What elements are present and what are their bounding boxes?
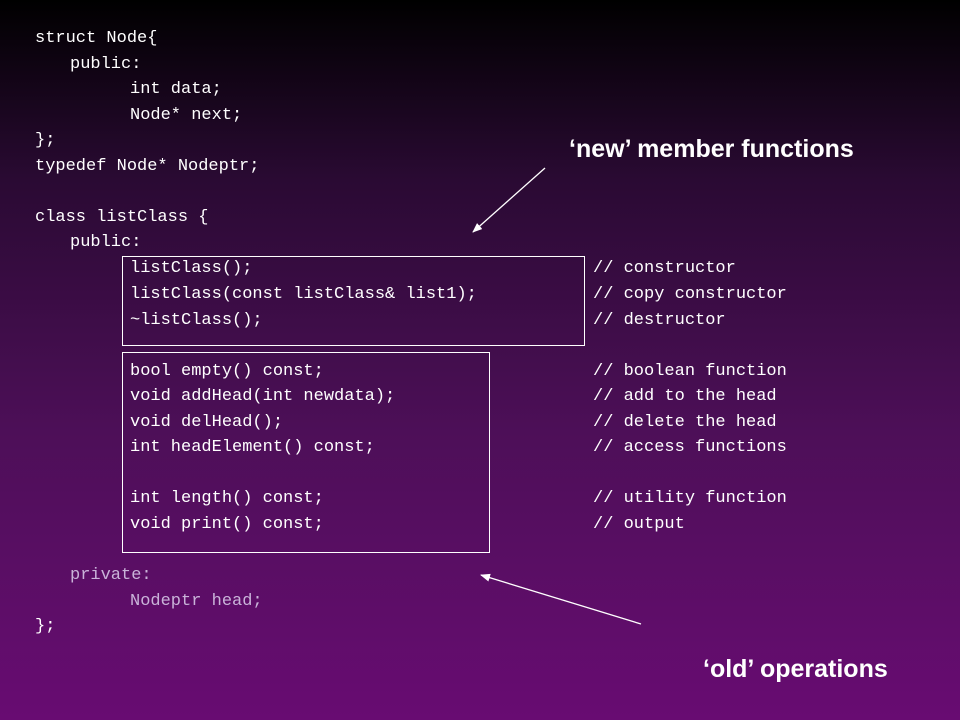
comment-print: // output — [593, 515, 685, 534]
arrow-to-old-operations — [480, 573, 642, 625]
code-line-struct-open: struct Node{ — [35, 29, 158, 48]
code-line-private: private: — [70, 566, 152, 585]
comment-add-head: // add to the head — [593, 387, 777, 406]
code-line-empty: bool empty() const; — [130, 362, 324, 381]
code-line-class-open: class listClass { — [35, 208, 209, 227]
code-line-field-next: Node* next; — [130, 106, 243, 125]
code-line-struct-public: public: — [70, 55, 142, 74]
arrow-to-new-functions — [472, 167, 546, 233]
code-line-field-data: int data; — [130, 80, 222, 99]
code-line-copy-ctor: listClass(const listClass& list1); — [130, 285, 477, 304]
code-line-typedef: typedef Node* Nodeptr; — [35, 157, 260, 176]
code-line-head-element: int headElement() const; — [130, 438, 375, 457]
operations-box — [122, 352, 490, 553]
comment-head-element: // access functions — [593, 438, 787, 457]
comment-empty: // boolean function — [593, 362, 787, 381]
callout-old-operations: ‘old’ operations — [703, 655, 888, 683]
comment-length: // utility function — [593, 489, 787, 508]
code-line-struct-close: }; — [35, 131, 56, 150]
code-line-length: int length() const; — [130, 489, 324, 508]
comment-dtor: // destructor — [593, 311, 726, 330]
comment-copy-ctor: // copy constructor — [593, 285, 787, 304]
code-line-ctor: listClass(); — [130, 259, 253, 278]
code-line-class-public: public: — [70, 233, 142, 252]
code-line-add-head: void addHead(int newdata); — [130, 387, 396, 406]
comment-del-head: // delete the head — [593, 413, 777, 432]
code-line-dtor: ~listClass(); — [130, 311, 263, 330]
code-line-head-member: Nodeptr head; — [130, 592, 263, 611]
comment-ctor: // constructor — [593, 259, 736, 278]
constructors-box — [122, 256, 585, 346]
code-line-class-close: }; — [35, 617, 56, 636]
code-line-del-head: void delHead(); — [130, 413, 284, 432]
callout-new-member-functions: ‘new’ member functions — [569, 135, 854, 163]
code-line-print: void print() const; — [130, 515, 324, 534]
